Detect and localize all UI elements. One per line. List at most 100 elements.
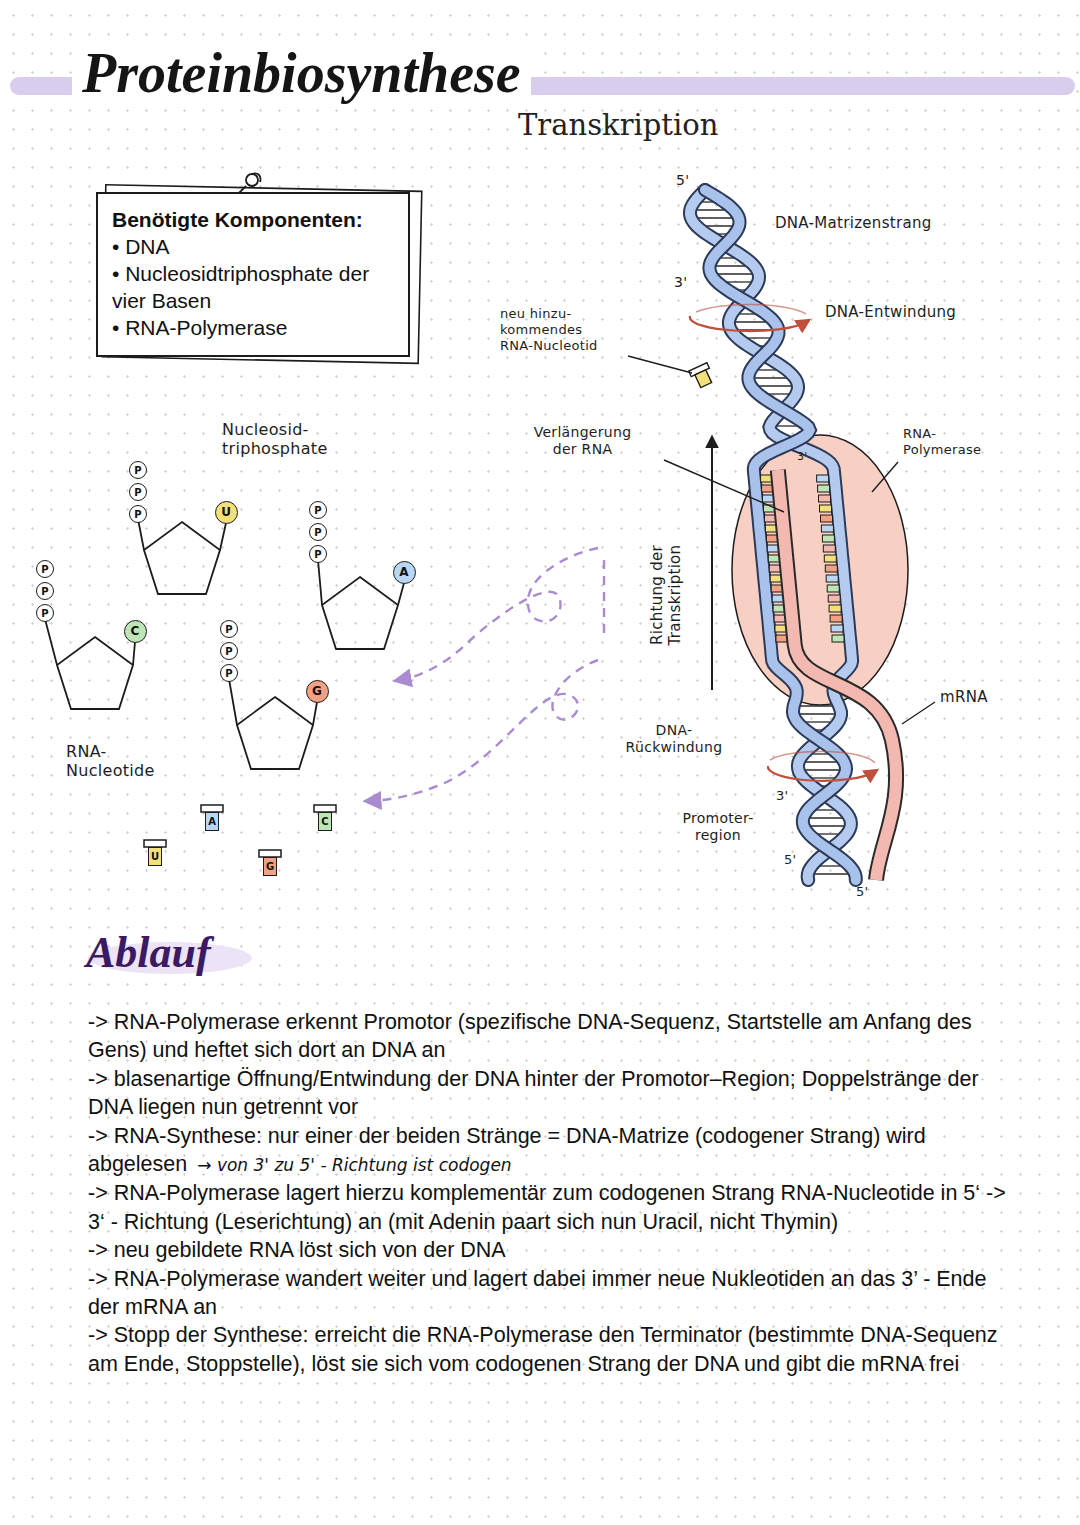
phosphate-circle: P <box>36 560 54 578</box>
mrna-strand <box>778 470 896 880</box>
node-text: U <box>221 505 231 519</box>
dna-base <box>826 575 838 582</box>
dna-base <box>825 565 837 572</box>
rna-nucleotide-flag: U <box>148 847 162 866</box>
process-step: -> RNA-Polymerase wandert weiter und lag… <box>88 1265 1023 1322</box>
phosphate-circle: P <box>309 501 327 519</box>
phosphate-circle: P <box>36 604 54 622</box>
diagram-label: Promoter- region <box>668 810 768 844</box>
node-text: P <box>134 487 141 498</box>
node-text: P <box>225 646 232 657</box>
base-pair <box>799 705 834 706</box>
node-text: • Nucleosidtriphosphate der vier Basen <box>112 260 394 314</box>
dna-strand <box>690 190 852 880</box>
box-heading: Benötigte Komponenten: <box>112 206 394 233</box>
phosphate-circle: P <box>220 664 238 682</box>
pin-icon <box>238 173 261 194</box>
incoming-nucleotide <box>689 363 716 390</box>
node-text: A <box>208 816 216 827</box>
illustration-part <box>201 805 223 812</box>
node-text: • RNA-Polymerase <box>112 314 394 341</box>
node-text: A <box>399 565 408 579</box>
process-step: -> RNA-Synthese: nur einer der beiden St… <box>88 1122 1023 1180</box>
diagram-label: Verlängerung der RNA <box>520 424 645 458</box>
diagram-label: neu hinzu- kommendes RNA-Nucleotid <box>500 306 618 354</box>
base-circle: G <box>306 680 329 703</box>
flag-tops <box>144 805 336 857</box>
illustration-part <box>238 173 261 194</box>
nucleotides <box>45 483 404 769</box>
diagram-label: DNA-Matrizenstrang <box>775 214 932 232</box>
step-text: -> neu gebildete RNA löst sich von der D… <box>88 1238 506 1262</box>
node-text: C <box>321 816 328 827</box>
dashed-arrow <box>370 660 598 801</box>
node-text: P <box>41 608 48 619</box>
base-circle: C <box>124 620 147 643</box>
process-step: -> RNA-Polymerase erkennt Promotor (spez… <box>88 1008 1023 1065</box>
diagram-label: Nucleosid- triphosphate <box>222 420 372 458</box>
rna-nucleotide-flag: G <box>263 857 277 876</box>
mrna-strand <box>778 470 896 880</box>
node-text: C <box>131 624 140 638</box>
base-circle: U <box>215 501 238 524</box>
dna-base <box>821 515 833 522</box>
rotation-arrow <box>770 751 875 763</box>
direction-arrow <box>711 440 713 690</box>
dna-base <box>822 535 834 542</box>
node-text: G <box>266 861 274 872</box>
process-step: -> neu gebildete RNA löst sich von der D… <box>88 1236 1023 1264</box>
rotation-arrow <box>768 766 874 781</box>
process-steps: -> RNA-Polymerase erkennt Promotor (spez… <box>88 1008 1023 1378</box>
illustration-part <box>259 850 281 857</box>
rotation-arrow <box>696 304 806 314</box>
dna-base <box>823 545 835 552</box>
bond <box>229 679 317 725</box>
base-pair <box>803 769 841 770</box>
illustration-part <box>664 460 784 512</box>
dashed-line <box>603 560 605 640</box>
dna-base <box>832 635 844 642</box>
diagram-label: DNA- Rückwindung <box>618 722 730 756</box>
step-text: -> blasenartige Öffnung/Entwindung der D… <box>88 1067 979 1119</box>
phosphate-circle: P <box>129 505 147 523</box>
step-text: -> Stopp der Synthese: erreicht die RNA-… <box>88 1323 998 1375</box>
rotation-arrow <box>690 316 806 331</box>
base-pair <box>809 825 846 826</box>
process-step: -> RNA-Polymerase lagert hierzu kompleme… <box>88 1179 1023 1236</box>
phosphate-circle: P <box>309 545 327 563</box>
illustration-part <box>695 370 712 388</box>
step-text: -> RNA-Polymerase lagert hierzu kompleme… <box>88 1181 1006 1233</box>
node-text: U <box>151 851 159 862</box>
dna-base <box>831 625 843 632</box>
base-circle: A <box>393 561 416 584</box>
diagram-label: 3' <box>674 274 687 291</box>
dna-base <box>829 605 841 612</box>
diagram-label: 3' <box>776 788 788 804</box>
section-heading: Ablauf <box>86 926 211 979</box>
diagram-label: 5' <box>856 884 868 900</box>
bond <box>138 519 226 550</box>
base-pair <box>696 217 734 218</box>
diagram-label: 5' <box>784 852 796 868</box>
illustration-part <box>314 805 336 812</box>
base-pair <box>756 385 793 386</box>
step-text: -> RNA-Polymerase erkennt Promotor (spez… <box>88 1010 972 1062</box>
dna-base <box>817 475 829 482</box>
leader-lines <box>628 356 935 724</box>
phosphate-circle: P <box>129 461 147 479</box>
base-pair <box>808 817 845 818</box>
base-pair <box>804 761 840 762</box>
node-text: P <box>225 668 232 679</box>
direction-label: Richtung der Transkription <box>648 525 684 665</box>
node-text: G <box>312 684 322 698</box>
dna-base <box>819 495 831 502</box>
ribose-ring <box>144 522 220 594</box>
diagram-label: RNA- Polymerase <box>903 426 1003 458</box>
node-text: P <box>41 586 48 597</box>
phosphate-circle: P <box>36 582 54 600</box>
dna-base <box>820 505 832 512</box>
dna-base <box>830 615 842 622</box>
node-text: P <box>314 549 321 560</box>
